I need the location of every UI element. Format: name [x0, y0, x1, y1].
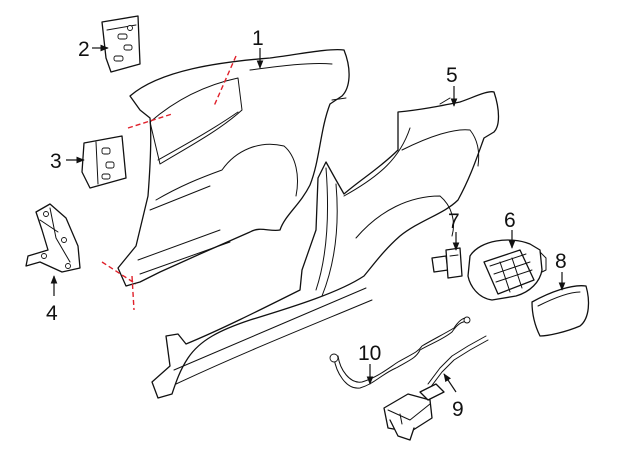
part-4-bracket: [25, 203, 81, 273]
leader-lines: [50, 44, 566, 393]
part-3-bracket: [81, 135, 127, 189]
part-7-fitting: [431, 247, 463, 279]
part-5-side-panel: [151, 91, 500, 399]
callout-9: 9: [452, 398, 464, 421]
cut-lines: [101, 55, 237, 311]
callout-4: 4: [46, 302, 58, 325]
callout-labels: 1 2 3 4 5 6 7 8 9 10: [46, 27, 567, 421]
callout-8: 8: [555, 250, 567, 273]
leader-9: [443, 373, 457, 393]
part-8-fuel-door: [531, 285, 590, 337]
callout-7: 7: [448, 210, 460, 233]
callout-6: 6: [504, 209, 516, 232]
part-10-cable: [329, 316, 471, 389]
callout-3: 3: [50, 150, 62, 173]
part-6-housing: [467, 239, 547, 301]
part-2-bracket: [101, 15, 141, 73]
part-9-actuator: [383, 335, 489, 441]
cut-line-sill: [101, 261, 137, 285]
callout-10: 10: [358, 342, 381, 365]
cut-line-roof: [213, 55, 237, 107]
part-1-quarter-panel: [117, 48, 350, 287]
callout-1: 1: [252, 27, 264, 50]
callout-5: 5: [446, 64, 458, 87]
cut-line-lower: [131, 275, 135, 311]
callout-2: 2: [78, 38, 90, 61]
